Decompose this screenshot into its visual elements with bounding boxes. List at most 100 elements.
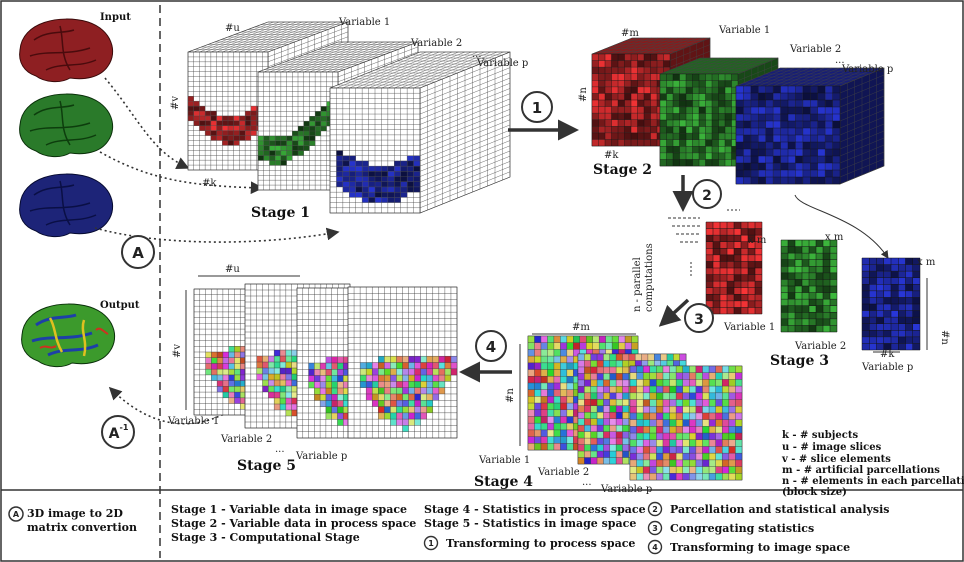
stage5-var1: Variable 1 [167, 416, 219, 427]
input-label: Input [100, 12, 131, 23]
stage2-to-stage3-connector [794, 194, 889, 259]
svg-text:1: 1 [532, 99, 542, 117]
stage2-label: Stage 2 [593, 162, 652, 178]
svg-text:2: 2 [702, 188, 712, 204]
stage4-n-label: #n [505, 388, 516, 403]
svg-text:4: 4 [486, 338, 496, 356]
stage1-u-label: #u [225, 23, 240, 34]
input-blue-arrow [94, 227, 340, 243]
stage2-varp: Variable p [841, 64, 893, 75]
stage5-matrices [185, 275, 458, 439]
stage1-v-label: #v [170, 96, 181, 110]
svg-text:1: 1 [428, 539, 434, 548]
stage4-varp: Variable p [600, 484, 652, 495]
svg-text:A: A [109, 426, 120, 442]
legend-u: u - # image slices [782, 442, 882, 453]
stage4-m-label: #m [572, 322, 590, 333]
legend-m: m - # artificial parcellations [782, 465, 940, 476]
step3-arrow [658, 298, 690, 327]
parallel-label-2: computations [644, 243, 655, 312]
stage2-k-label: #k [604, 150, 619, 161]
stage5-var2: Variable 2 [220, 434, 272, 445]
stage3-var2: Variable 2 [794, 341, 846, 352]
brain-input-red [19, 18, 114, 83]
footer-stage4: Stage 4 - Statistics in process space [424, 503, 646, 516]
svg-text:-1: -1 [120, 423, 129, 432]
footer-step-a-icon: A [8, 506, 24, 522]
grid-volume [659, 57, 779, 167]
footer-a-text-2: matrix convertion [27, 521, 137, 534]
legend-block: (block size) [782, 487, 847, 498]
stage4-dots: ... [582, 477, 592, 488]
stage1-varp: Variable p [476, 58, 528, 69]
stage2-dots: ... [835, 55, 845, 66]
stage5-label: Stage 5 [237, 458, 296, 474]
stage2-n-label: #n [578, 87, 589, 102]
svg-text:A: A [132, 244, 144, 262]
svg-text:4: 4 [652, 543, 658, 552]
stage4-matrices [519, 333, 743, 481]
stage5-v-label: #v [172, 344, 183, 358]
footer-a-text-1: 3D image to 2D [27, 507, 123, 520]
svg-text:A: A [13, 510, 20, 519]
parallel-label-1: n - parallel [632, 257, 643, 312]
stage4-label: Stage 4 [474, 474, 533, 490]
stage4-var1: Variable 1 [478, 455, 530, 466]
stage1-k-label: #k [202, 178, 217, 189]
stage4-var2: Variable 2 [537, 467, 589, 478]
step-a-inverse-circle: A -1 [101, 415, 135, 449]
legend-n: n - # elements in each parcellation [782, 476, 964, 487]
stage3-label: Stage 3 [770, 353, 829, 369]
legend-k: k - # subjects [782, 430, 858, 441]
output-arrow [108, 386, 249, 425]
footer-step4-icon: 4 [647, 539, 663, 555]
computation-block [861, 257, 921, 351]
svg-text:2: 2 [652, 505, 658, 514]
stage3-xm-3: x m [917, 257, 936, 268]
computation-block [705, 221, 763, 315]
stage3-k-label: #k [880, 349, 895, 360]
stage1-volumes [187, 21, 511, 214]
step4-circle: 4 [475, 330, 507, 362]
statistics-matrix [347, 286, 458, 439]
stage2-var2: Variable 2 [789, 44, 841, 55]
footer-step1-icon: 1 [423, 535, 439, 551]
stage1-var2: Variable 2 [410, 38, 462, 49]
stage2-volumes [591, 37, 885, 185]
footer-step2: Parcellation and statistical analysis [670, 503, 889, 516]
footer-step4: Transforming to image space [670, 541, 850, 554]
step1-circle: 1 [521, 91, 553, 123]
brain-input-green [19, 93, 114, 158]
step3-circle: 3 [684, 303, 714, 333]
footer-step3-icon: 3 [647, 520, 663, 536]
stage2-m-label: #m [621, 28, 639, 39]
svg-text:3: 3 [694, 312, 704, 328]
footer-step3: Congregating statistics [670, 522, 814, 535]
footer-step2-icon: 2 [647, 501, 663, 517]
stage3-var1: Variable 1 [723, 322, 775, 333]
stage3-n-label: #n [939, 330, 950, 345]
stage5-u-label: #u [225, 264, 240, 275]
footer-step1: Transforming to process space [446, 537, 635, 550]
footer-stage5: Stage 5 - Statistics in image space [424, 517, 636, 530]
step-a-circle: A [121, 235, 155, 269]
footer-stage3: Stage 3 - Computational Stage [171, 531, 360, 544]
footer-stage1: Stage 1 - Variable data in image space [171, 503, 407, 516]
stage3-xm-2: x m [825, 232, 844, 243]
stage1-dots: ... [472, 49, 482, 60]
legend-v: v - # slice elements [781, 454, 891, 465]
stage5-dots: ... [275, 444, 285, 455]
grid-volume [735, 67, 885, 185]
footer-stage2: Stage 2 - Variable data in process space [171, 517, 416, 530]
statistics-matrix [629, 365, 743, 481]
computation-block [780, 239, 838, 333]
stage3-blocks [668, 209, 928, 353]
input-red-arrow [104, 77, 190, 169]
output-label: Output [100, 300, 140, 311]
stage5-varp: Variable p [295, 451, 347, 462]
stage1-label: Stage 1 [251, 205, 310, 221]
grid-volume [329, 51, 511, 214]
